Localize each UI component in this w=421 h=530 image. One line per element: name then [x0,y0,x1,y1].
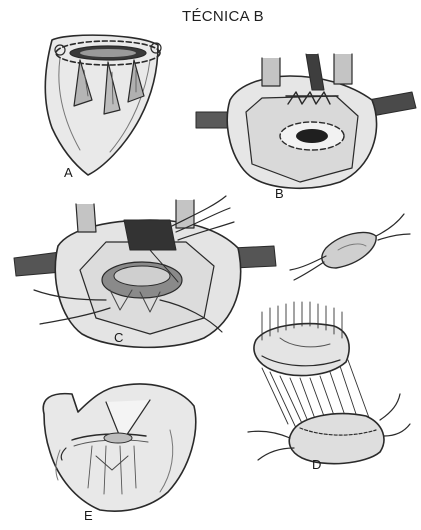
panel-a-label: A [64,165,73,180]
panel-e-label: E [84,508,93,523]
panel-c-valve-seating-drawing [14,196,276,347]
figure-title: TÉCNICA B [182,8,264,25]
panel-b-atriotomy-drawing [196,54,416,188]
panel-e-heart-section-drawing [43,384,195,511]
panel-a-heart-drawing [45,35,161,175]
panel-d-label: D [312,457,321,472]
panel-d-suture-array-drawing [248,302,410,464]
panel-b-label: B [275,186,284,201]
panel-c-label: C [114,330,123,345]
graft-patch-drawing [290,214,410,280]
